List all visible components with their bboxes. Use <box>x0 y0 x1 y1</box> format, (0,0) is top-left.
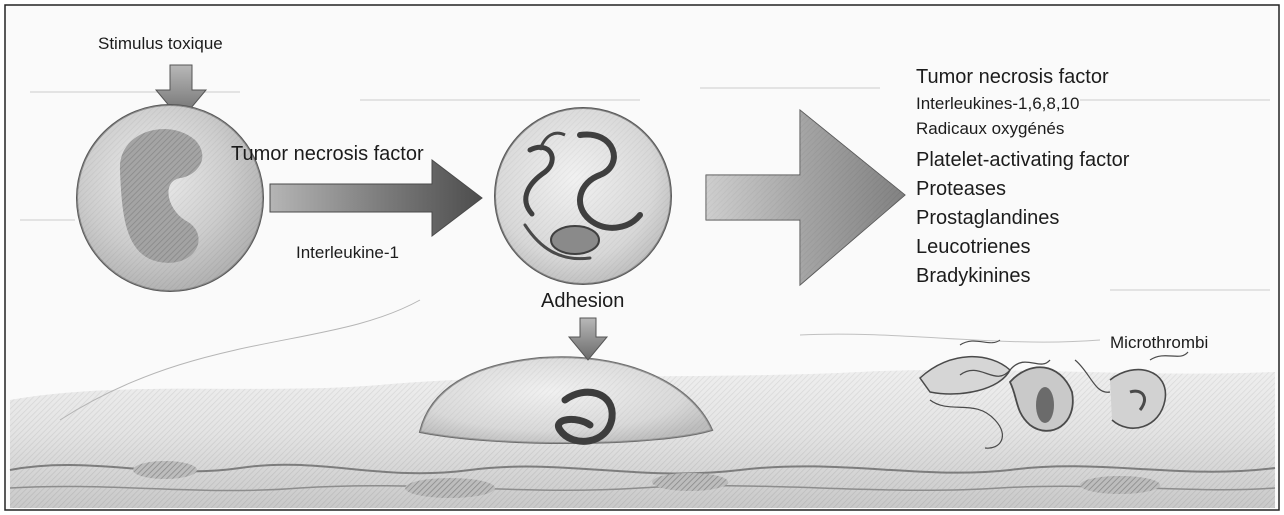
mediator-item: Platelet-activating factor <box>916 150 1129 179</box>
interleukine-label: Interleukine-1 <box>296 244 399 261</box>
mediator-item: Proteases <box>916 179 1129 208</box>
resting-leukocyte <box>77 105 263 291</box>
mediator-item: Tumor necrosis factor <box>916 67 1129 95</box>
activated-neutrophil <box>495 108 671 284</box>
mediator-item: Leucotrienes <box>916 237 1129 266</box>
stimulus-label: Stimulus toxique <box>98 35 223 52</box>
mediator-item: Prostaglandines <box>916 208 1129 237</box>
adhesion-label: Adhesion <box>541 291 624 311</box>
microthrombi-label: Microthrombi <box>1110 334 1208 351</box>
mediator-list: Tumor necrosis factor Interleukines-1,6,… <box>916 67 1129 295</box>
mediator-item: Interleukines-1,6,8,10 <box>916 95 1129 120</box>
mediator-item: Radicaux oxygénés <box>916 120 1129 150</box>
mediator-item: Bradykinines <box>916 266 1129 295</box>
tnf-label: Tumor necrosis factor <box>231 144 424 164</box>
